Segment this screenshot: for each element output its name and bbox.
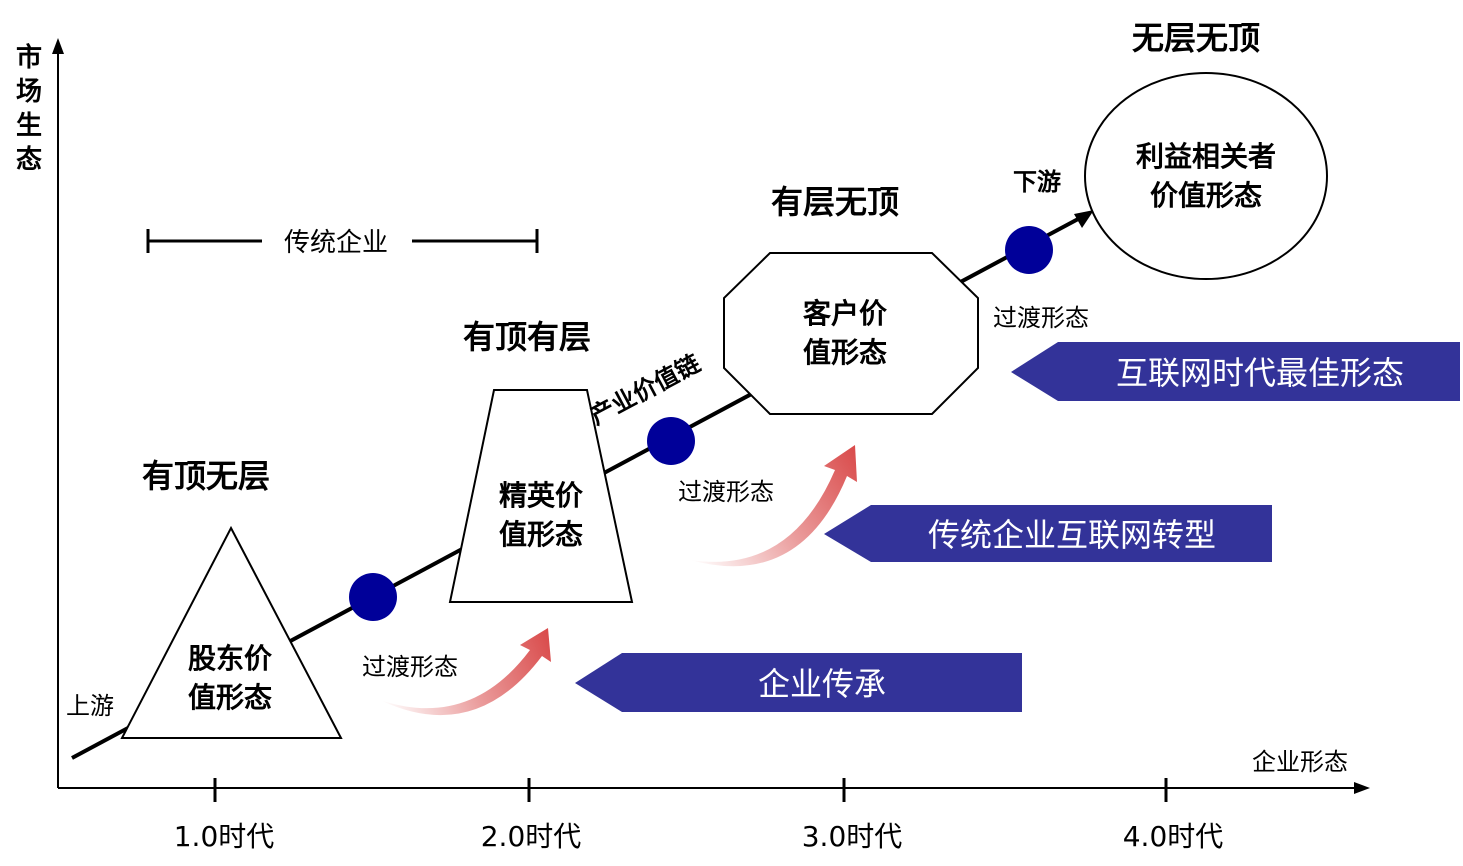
customer-title: 有层无顶 [771, 183, 899, 221]
customer-octagon [723, 252, 979, 415]
elite-shape-text-1: 精英价 [499, 479, 584, 512]
elite-trapezoid [448, 389, 634, 603]
shareholder-title: 有顶无层 [142, 457, 270, 495]
elite-shape-text-2: 值形态 [499, 518, 583, 551]
banner-inheritance: 企业传承 [575, 653, 1022, 712]
tick-label-3: 3.0时代 [802, 820, 903, 853]
banner-transformation: 传统企业互联网转型 [824, 505, 1272, 562]
transition-dot-1 [349, 573, 397, 621]
stakeholder-shape-text-2: 价值形态 [1150, 179, 1262, 212]
banner-transformation-shape [824, 505, 1272, 562]
downstream-label: 下游 [1013, 168, 1061, 196]
value-chain-label: 产业价值链 [586, 349, 706, 431]
stakeholder-title: 无层无顶 [1132, 19, 1260, 57]
tick-label-2: 2.0时代 [481, 820, 582, 853]
x-axis-label: 企业形态 [1252, 748, 1348, 776]
tick-label-4: 4.0时代 [1123, 820, 1224, 853]
transition-label-3: 过渡形态 [993, 304, 1089, 332]
y-axis-label: 市 场 生 态 [16, 42, 51, 175]
value-chain-arrow-icon [1074, 210, 1094, 228]
customer-shape-text-2: 值形态 [803, 336, 887, 369]
banner-inheritance-shape [575, 653, 1022, 712]
stakeholder-ellipse [1084, 72, 1328, 280]
curved-arrow-2-icon [690, 445, 857, 567]
transition-label-2: 过渡形态 [678, 478, 774, 506]
upstream-label: 上游 [66, 692, 114, 720]
stakeholder-shape-text-1: 利益相关者 [1136, 140, 1276, 173]
x-axis-arrow-icon [1354, 782, 1370, 794]
shareholder-shape-text-2: 值形态 [188, 681, 272, 714]
transition-dot-2 [647, 417, 695, 465]
curved-arrow-1-icon [380, 628, 551, 716]
banner-best-form-text: 互联网时代最佳形态 [1116, 354, 1404, 392]
banner-best-form-shape [1011, 342, 1460, 401]
banner-inheritance-text: 企业传承 [758, 665, 886, 703]
shareholder-triangle [120, 525, 343, 739]
transition-label-1: 过渡形态 [362, 653, 458, 681]
elite-title: 有顶有层 [463, 318, 591, 356]
customer-shape-text-1: 客户价 [803, 297, 888, 330]
banner-best-form: 互联网时代最佳形态 [1011, 342, 1460, 401]
shareholder-shape-text-1: 股东价 [188, 642, 273, 675]
y-axis-arrow-icon [52, 38, 64, 54]
traditional-enterprise-label: 传统企业 [284, 228, 388, 258]
banner-transformation-text: 传统企业互联网转型 [928, 516, 1216, 554]
tick-label-1: 1.0时代 [174, 820, 275, 853]
transition-dot-3 [1005, 226, 1053, 274]
